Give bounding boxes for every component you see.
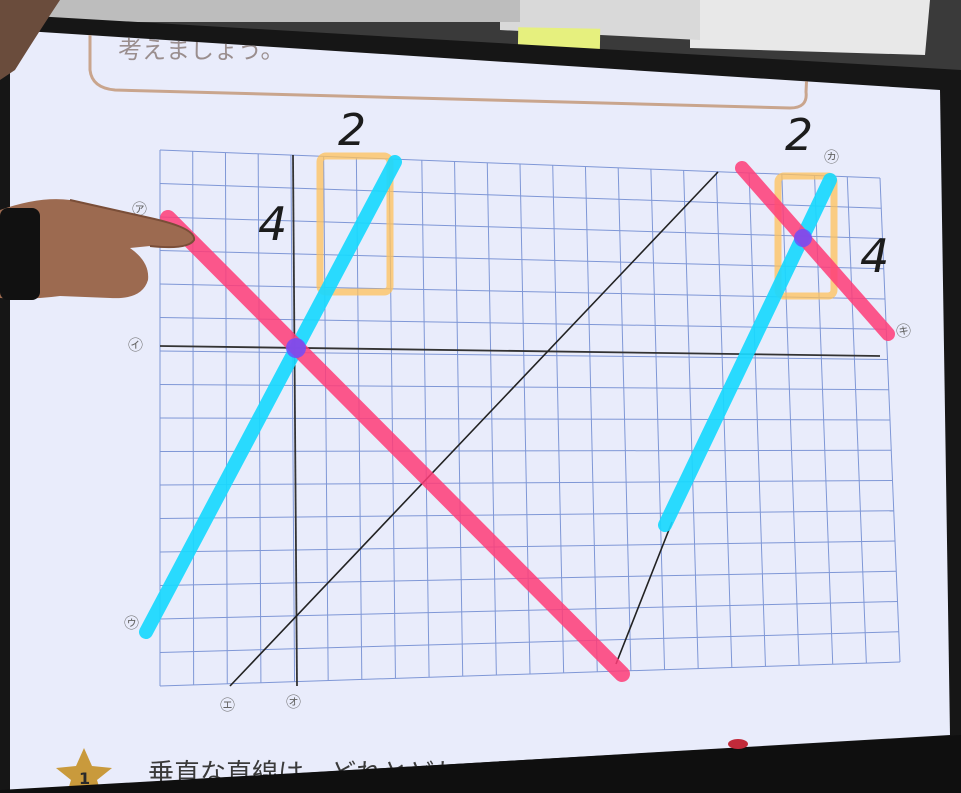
header-frame xyxy=(88,30,810,110)
orange-box-left xyxy=(316,152,394,296)
pink-line-left xyxy=(160,210,630,682)
grid-line xyxy=(159,480,893,486)
label-ki: ㋖ xyxy=(896,322,911,340)
grid-line xyxy=(159,250,884,270)
line-labels: ㋐ ㋑ ㋒ ㋓ ㋔ ㋕ ㋖ xyxy=(124,148,911,714)
grid-line xyxy=(159,601,898,620)
intersection-mark-left xyxy=(286,338,306,358)
pointing-hand xyxy=(0,0,196,300)
hand-number-top-right: 2 xyxy=(785,110,813,161)
hand-number-right: 4 xyxy=(860,229,889,283)
label-ka: ㋕ xyxy=(824,148,839,166)
label-e: ㋓ xyxy=(220,696,235,714)
grid-line xyxy=(159,631,899,653)
grid-line xyxy=(159,540,896,553)
label-i: ㋑ xyxy=(128,336,143,354)
horizontal-axis xyxy=(159,345,881,357)
question-number: 1 xyxy=(79,769,90,788)
grid-line xyxy=(159,350,888,360)
grid-line xyxy=(159,183,882,209)
orange-box-right xyxy=(774,172,838,300)
line-e xyxy=(229,171,719,687)
intersection-mark-right xyxy=(794,229,812,247)
grid-line xyxy=(159,283,886,300)
grid-line xyxy=(159,510,894,519)
cyan-line-left xyxy=(139,155,402,639)
question-star-icon xyxy=(56,748,112,790)
wall-top xyxy=(0,0,520,22)
line-connector xyxy=(615,521,673,665)
label-u: ㋒ xyxy=(124,614,139,632)
paper-sheet xyxy=(690,0,930,55)
grid-line xyxy=(159,149,881,179)
hand-number-top-left: 2 xyxy=(338,105,366,156)
grid-line xyxy=(159,417,891,421)
power-led xyxy=(728,739,748,749)
wristwatch-icon xyxy=(0,208,40,300)
grid xyxy=(159,149,901,687)
grid-line xyxy=(159,216,883,239)
label-a: ㋐ xyxy=(132,200,147,218)
vertical-axis xyxy=(292,154,298,687)
grid-line xyxy=(159,661,901,687)
grid-line xyxy=(159,449,892,452)
hand-number-left: 4 xyxy=(258,197,287,251)
pink-line-right xyxy=(735,161,895,341)
label-o: ㋔ xyxy=(286,693,301,711)
monitor-bottom-bezel xyxy=(0,735,961,793)
